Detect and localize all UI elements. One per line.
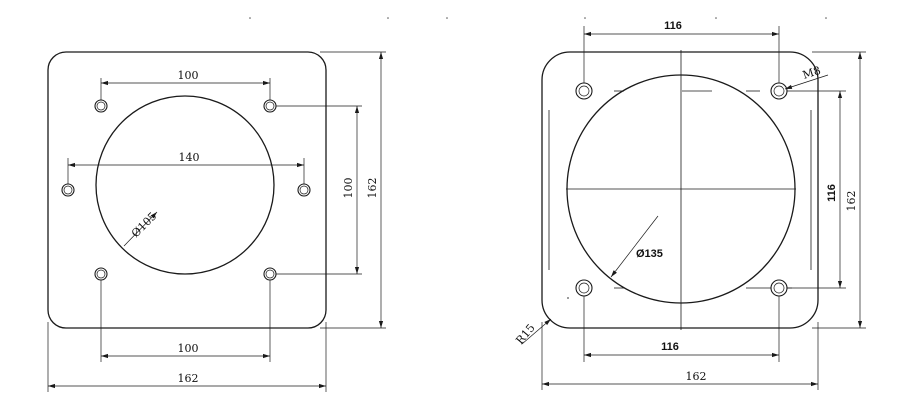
left-dim-top-holes: 100 xyxy=(100,69,271,100)
left-plate-outline xyxy=(47,51,327,329)
right-dim-top-holes: 116 xyxy=(583,20,780,83)
right-dim-top-holes-label: 116 xyxy=(664,20,682,32)
right-dim-width: 162 xyxy=(541,322,819,390)
right-plate-outline xyxy=(541,51,819,329)
left-dim-bottom-holes: 100 xyxy=(100,280,271,362)
left-dim-top-holes-label: 100 xyxy=(178,69,199,82)
right-dim-radius: R15 xyxy=(513,318,552,347)
left-dim-middle-holes-label: 140 xyxy=(179,151,200,164)
right-dim-width-label: 162 xyxy=(686,370,707,383)
right-dim-height-label: 162 xyxy=(845,191,858,212)
scan-specks xyxy=(249,17,827,299)
right-dim-bore-label: Ø135 xyxy=(636,248,663,260)
left-dim-vertical-holes: 100 xyxy=(276,105,362,275)
right-dim-bore: Ø135 xyxy=(610,215,663,278)
right-dim-radius-label: R15 xyxy=(513,322,537,347)
left-center-bore xyxy=(95,95,275,275)
right-centerlines xyxy=(566,50,796,330)
left-dim-height: 162 xyxy=(320,51,386,329)
right-dim-vertical-holes: 116 xyxy=(787,90,846,289)
left-dim-bottom-holes-label: 100 xyxy=(178,342,199,355)
right-mounting-holes xyxy=(575,82,788,297)
left-view: 100 140 100 162 100 xyxy=(47,51,386,392)
left-dim-middle-holes: 140 xyxy=(67,151,305,184)
left-dim-width-label: 162 xyxy=(178,372,199,385)
right-dim-height: 162 xyxy=(812,51,866,329)
left-dim-vertical-holes-label: 100 xyxy=(342,178,355,199)
right-dim-vertical-holes-label: 116 xyxy=(826,184,838,202)
left-dim-height-label: 162 xyxy=(366,178,379,199)
left-mounting-holes xyxy=(61,99,311,281)
right-dim-bottom-holes-label: 116 xyxy=(661,341,679,353)
right-dim-bottom-holes: 116 xyxy=(583,296,780,362)
left-dim-bore: Ø105 xyxy=(123,210,159,247)
right-dim-thread: M8 xyxy=(784,64,829,90)
right-dim-thread-label: M8 xyxy=(801,64,822,82)
right-view: 116 M8 116 162 Ø135 R15 xyxy=(513,20,866,390)
left-dim-width: 162 xyxy=(47,322,327,392)
